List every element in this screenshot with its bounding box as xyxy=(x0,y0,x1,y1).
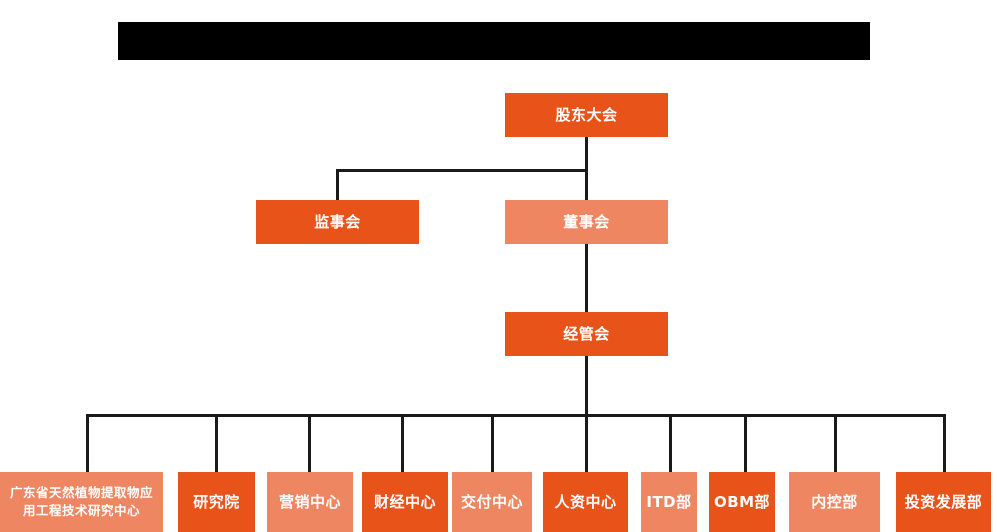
connector-board-down xyxy=(585,169,588,201)
redacted-title-bar xyxy=(118,22,870,60)
node-research-institute-label: 研究院 xyxy=(193,492,240,511)
connector-drop-investment-development-dept xyxy=(943,414,946,472)
node-shareholders-meeting-label: 股东大会 xyxy=(555,105,618,124)
node-supervisory-board[interactable]: 监事会 xyxy=(256,200,419,244)
connector-level2-bus xyxy=(336,169,587,172)
connector-drop-finance-center xyxy=(401,414,404,472)
node-marketing-center-label: 营销中心 xyxy=(278,492,341,511)
node-itd-dept[interactable]: ITD部 xyxy=(641,472,697,532)
node-board-of-directors-label: 董事会 xyxy=(563,212,610,231)
node-hr-center-label: 人资中心 xyxy=(554,492,617,511)
node-guangdong-natural-plant-extract-engineering-research-center-label: 广东省天然植物提取物应用工程技术研究中心 xyxy=(9,484,153,518)
node-supervisory-board-label: 监事会 xyxy=(314,212,361,231)
connector-drop-obm-dept xyxy=(744,414,747,472)
node-finance-center-label: 财经中心 xyxy=(373,492,436,511)
connector-drop-research-institute xyxy=(215,414,218,472)
node-finance-center[interactable]: 财经中心 xyxy=(362,472,448,532)
node-research-institute[interactable]: 研究院 xyxy=(178,472,255,532)
node-delivery-center[interactable]: 交付中心 xyxy=(452,472,532,532)
node-itd-dept-label: ITD部 xyxy=(646,492,692,511)
connector-drop-internal-control-dept xyxy=(834,414,837,472)
node-management-committee-label: 经管会 xyxy=(563,324,610,343)
node-shareholders-meeting[interactable]: 股东大会 xyxy=(505,93,668,137)
node-management-committee[interactable]: 经管会 xyxy=(505,312,668,356)
node-obm-dept[interactable]: OBM部 xyxy=(709,472,775,532)
node-delivery-center-label: 交付中心 xyxy=(460,492,523,511)
connector-drop-rnd-center xyxy=(86,414,89,472)
node-internal-control-dept-label: 内控部 xyxy=(811,492,858,511)
node-investment-development-dept[interactable]: 投资发展部 xyxy=(896,472,991,532)
connector-supervisory-down xyxy=(336,169,339,201)
connector-drop-marketing-center xyxy=(308,414,311,472)
connector-drop-itd-dept xyxy=(669,414,672,472)
connector-drop-delivery-center xyxy=(491,414,494,472)
connector-board-to-management xyxy=(585,244,588,312)
node-hr-center[interactable]: 人资中心 xyxy=(543,472,628,532)
node-internal-control-dept[interactable]: 内控部 xyxy=(789,472,880,532)
node-obm-dept-label: OBM部 xyxy=(713,492,771,511)
node-guangdong-natural-plant-extract-engineering-research-center[interactable]: 广东省天然植物提取物应用工程技术研究中心 xyxy=(0,472,163,532)
node-investment-development-dept-label: 投资发展部 xyxy=(904,492,983,511)
connector-department-bus xyxy=(86,414,946,417)
node-board-of-directors[interactable]: 董事会 xyxy=(505,200,668,244)
connector-shareholders-down xyxy=(585,137,588,171)
node-marketing-center[interactable]: 营销中心 xyxy=(267,472,353,532)
